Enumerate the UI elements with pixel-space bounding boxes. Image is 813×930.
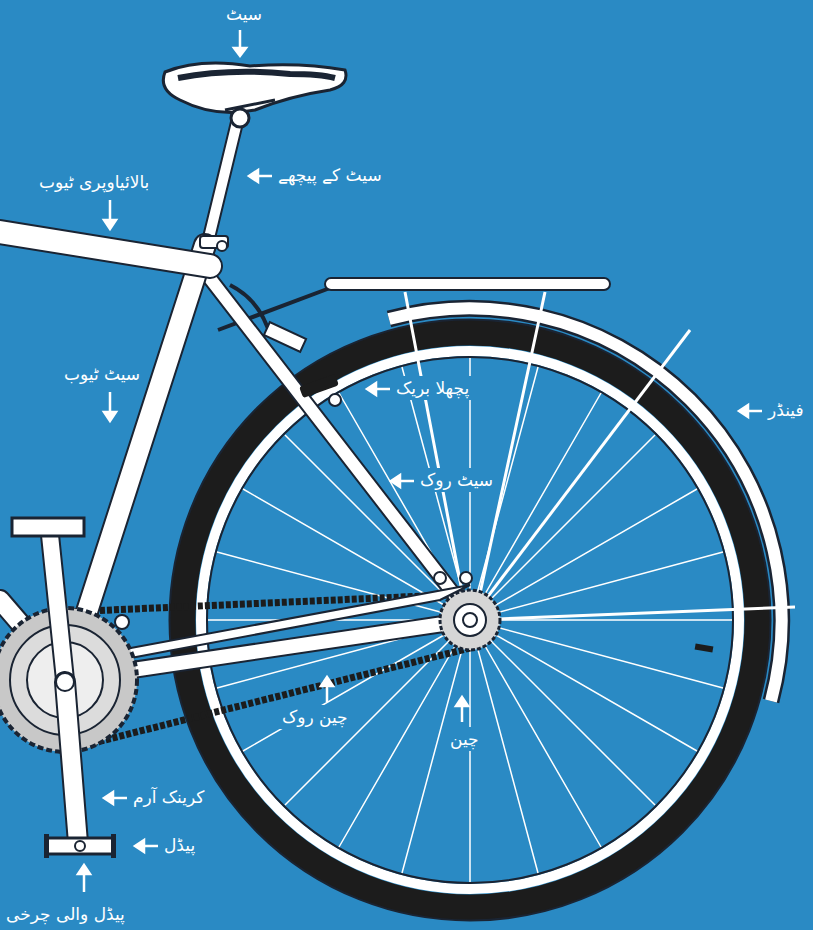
pedal-top	[12, 518, 84, 536]
seat	[163, 63, 346, 112]
bolt	[115, 615, 129, 629]
crank-arm-top	[50, 535, 65, 680]
part-label: سیٹ روک	[416, 468, 497, 492]
part-label: بالائیاوپری ٹیوب	[35, 170, 153, 194]
crank-bolt	[56, 673, 74, 691]
arrow-head	[78, 865, 90, 874]
tire	[183, 333, 757, 907]
leader-arrow	[746, 410, 762, 413]
leader-arrow	[142, 845, 158, 848]
rack	[325, 278, 610, 290]
leader-arrow	[111, 797, 127, 800]
pedal-end	[44, 834, 49, 858]
arrow-head	[135, 840, 144, 852]
leader-arrow	[109, 392, 112, 414]
arrow-head	[249, 170, 258, 182]
leader-arrow	[109, 200, 112, 222]
crank-arm	[65, 682, 78, 843]
crank-arm-top	[50, 535, 65, 680]
rear-sprocket	[440, 590, 500, 650]
crank-arm	[65, 682, 78, 843]
part-label: چین روک	[278, 705, 352, 729]
leader-arrow	[83, 872, 86, 892]
arrow-head	[104, 792, 113, 804]
hub	[454, 604, 486, 636]
leader-arrow	[239, 30, 242, 50]
arrow-head	[391, 475, 400, 487]
part-label: چین	[446, 727, 483, 751]
arrow-head	[104, 220, 116, 229]
valve	[695, 643, 714, 652]
axle	[463, 613, 477, 627]
bolt	[434, 572, 446, 584]
chain-guard	[120, 585, 470, 660]
brake-cable	[230, 285, 270, 335]
fender-outline	[389, 308, 782, 701]
part-label: سیٹ کے پیچھے	[274, 163, 386, 187]
arrow-head	[321, 677, 333, 686]
part-label: پیڈل	[160, 833, 199, 857]
part-label: پیڈل والی چرخی	[2, 902, 129, 926]
part-label: سیٹ ٹیوب	[60, 362, 144, 386]
bolt	[460, 572, 472, 584]
arrow-head	[456, 697, 468, 706]
seat-rail	[225, 100, 275, 110]
brake-bolt	[329, 394, 341, 406]
arrow-head	[234, 48, 246, 56]
clamp-bolt	[217, 241, 227, 251]
leader-arrow	[256, 175, 272, 178]
arrow-head	[367, 383, 376, 395]
arrow-head	[739, 405, 748, 417]
leader-arrow	[398, 480, 414, 483]
fender-stay	[470, 330, 690, 620]
part-label: کرینک آرم	[129, 785, 208, 809]
pedal	[46, 838, 114, 854]
fender	[389, 308, 782, 701]
part-label: فینڈر	[764, 398, 808, 422]
part-label: سیٹ	[222, 2, 266, 26]
leader-arrow	[374, 388, 390, 391]
rear-brake	[264, 322, 306, 352]
arrow-head	[104, 412, 116, 421]
pedal-spindle	[75, 841, 85, 851]
leader-arrow	[461, 704, 464, 722]
part-label: پچھلا بریک	[392, 376, 473, 400]
seat-bolt	[231, 109, 249, 127]
leader-arrow	[326, 684, 329, 702]
pedal-end	[111, 834, 116, 858]
seat-stripe	[178, 72, 335, 78]
tire-outline	[170, 320, 770, 920]
fender-stay	[470, 607, 795, 620]
